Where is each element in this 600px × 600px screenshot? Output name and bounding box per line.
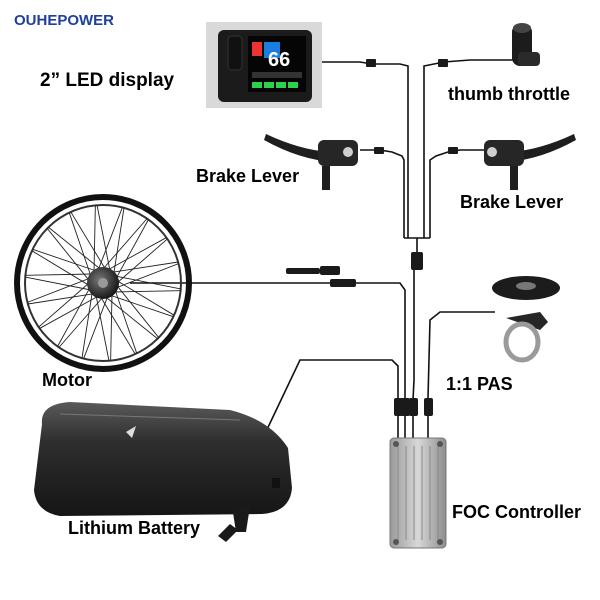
throttle-label: thumb throttle — [448, 84, 570, 104]
battery-label: Lithium Battery — [68, 518, 201, 538]
pas-sensor-icon — [492, 276, 560, 363]
thumb-throttle-icon — [512, 23, 540, 66]
controller-icon — [389, 437, 447, 549]
wheel-spoke — [58, 296, 104, 348]
wheel-spoke — [31, 250, 90, 286]
wheel-spoke — [110, 293, 113, 361]
brake-lever-right-icon — [484, 134, 576, 190]
wheel-spoke — [46, 228, 90, 281]
brake-lever-left-icon — [264, 134, 358, 190]
wheel-spoke — [116, 280, 175, 316]
display-wire — [322, 61, 409, 238]
wheel-spoke — [25, 276, 91, 291]
wheel-spoke — [70, 211, 106, 270]
wheel-spoke — [95, 295, 110, 361]
motor-wire — [130, 282, 406, 398]
battery-wire — [261, 359, 399, 441]
wheel-spoke — [27, 293, 95, 305]
brake-lever-right-label: Brake Lever — [460, 192, 564, 212]
wheel-spoke — [115, 263, 179, 289]
wheel-spoke — [38, 282, 90, 328]
wheel-spoke — [97, 207, 123, 271]
wheel-spoke — [32, 248, 97, 272]
wheel-spoke — [100, 296, 136, 355]
wheel-spoke — [25, 273, 93, 276]
wheel-spoke — [116, 238, 168, 284]
hub-motor-wheel-icon — [14, 194, 192, 372]
wheel-spoke — [57, 287, 91, 347]
wheel-spoke — [96, 205, 111, 271]
wheel-spoke — [83, 295, 109, 359]
wheel-spoke — [114, 289, 138, 354]
wheel-spoke — [93, 205, 96, 273]
wheel-spoke — [27, 277, 91, 303]
controller-label: FOC Controller — [452, 502, 581, 522]
wheel-spoke — [115, 219, 149, 279]
brand-logo-text: OUHEPOWER — [14, 12, 115, 29]
display-label: 2” LED display — [40, 70, 175, 91]
wheel-spoke — [39, 295, 99, 329]
motor-label: Motor — [42, 370, 92, 390]
brake-left-wire — [360, 149, 405, 238]
wheel-spoke — [115, 275, 181, 290]
pas-label: 1:1 PAS — [446, 374, 513, 394]
wheel-spoke — [68, 212, 92, 277]
brake-lever-left-label: Brake Lever — [196, 166, 300, 186]
brake-right-wire — [429, 149, 486, 238]
display-readout: 66 — [268, 49, 290, 71]
pas-wire — [427, 311, 495, 399]
wheel-spoke — [109, 294, 174, 318]
wheel-spoke — [102, 218, 148, 270]
connectors — [286, 59, 458, 416]
battery-pack-icon — [34, 402, 292, 542]
wheel-spoke — [113, 290, 181, 293]
wheel-spoke — [105, 296, 158, 340]
wheel-spoke — [107, 237, 167, 271]
wheel-spoke — [116, 285, 160, 338]
wheel-spoke — [48, 226, 101, 270]
lcd-display-icon: 66 — [206, 22, 322, 108]
wheel-spoke — [81, 291, 93, 359]
wheel-spoke — [111, 261, 179, 273]
wheel-spoke — [113, 207, 125, 275]
